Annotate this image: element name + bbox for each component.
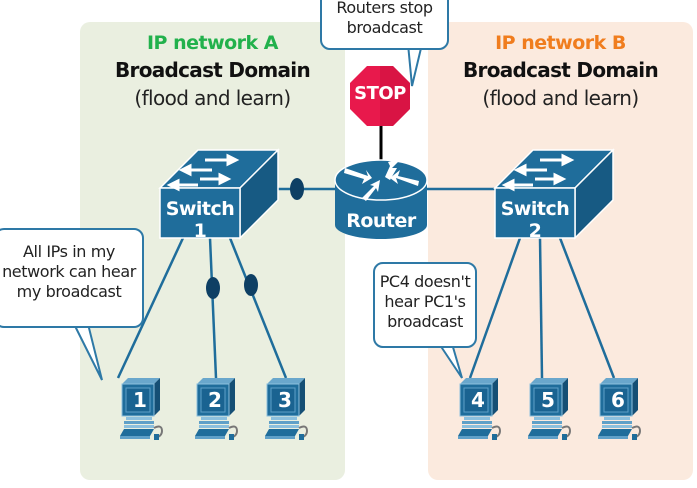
link-switch1-pc1 [116,237,185,379]
link-switch2-pc6 [558,237,616,379]
callout-routers-stop-broadcast: Routers stop broadcast [320,0,449,50]
switch-1-label: Switch 1 [165,198,235,242]
callout-pc4-no-broadcast: PC4 doesn't hear PC1's broadcast [373,262,477,348]
callout-text-line: broadcast [387,312,463,331]
zone-b-note: (flood and learn) [482,86,639,110]
stop-sign-icon [350,66,410,126]
pc-3-number: 3 [278,388,292,412]
switch-2-label: Switch 2 [500,198,570,242]
callout-text-line: PC4 doesn't [379,272,471,291]
callout-text-line: my broadcast [16,282,122,301]
zone-a-title: IP network A [146,32,279,54]
router-label: Router [346,210,416,232]
pc-1-number: 1 [133,388,147,412]
link-switch2-pc4 [468,237,522,379]
pc-5-number: 5 [541,388,555,412]
broadcast-packet-dot [290,178,304,200]
pc-2-number: 2 [208,388,222,412]
callout-text-line: Routers stop [336,0,433,17]
link-switch1-pc3 [228,237,288,379]
zone-b-subtitle: Broadcast Domain [462,58,659,82]
broadcast-packet-dot [206,277,220,299]
callout-router-tail [407,43,423,87]
link-switch1-pc2 [208,237,218,379]
callout-text-line: network can hear [2,262,136,281]
link-switch2-pc5 [538,237,544,379]
callout-text-line: broadcast [346,18,423,37]
pc-4-number: 4 [471,388,485,412]
zone-b-title: IP network B [495,32,626,54]
zone-a-subtitle: Broadcast Domain [114,58,311,82]
callout-pc1-broadcast: All IPs in my network can hear my broadc… [0,228,144,328]
zone-a-note: (flood and learn) [134,86,291,110]
callout-text-line: hear PC1's [384,292,466,311]
callout-text-line: All IPs in my [23,242,115,261]
broadcast-packet-dot [244,274,258,296]
pc-6-number: 6 [611,388,625,412]
router-icon[interactable] [334,158,428,239]
stop-sign-text: STOP [354,83,406,104]
